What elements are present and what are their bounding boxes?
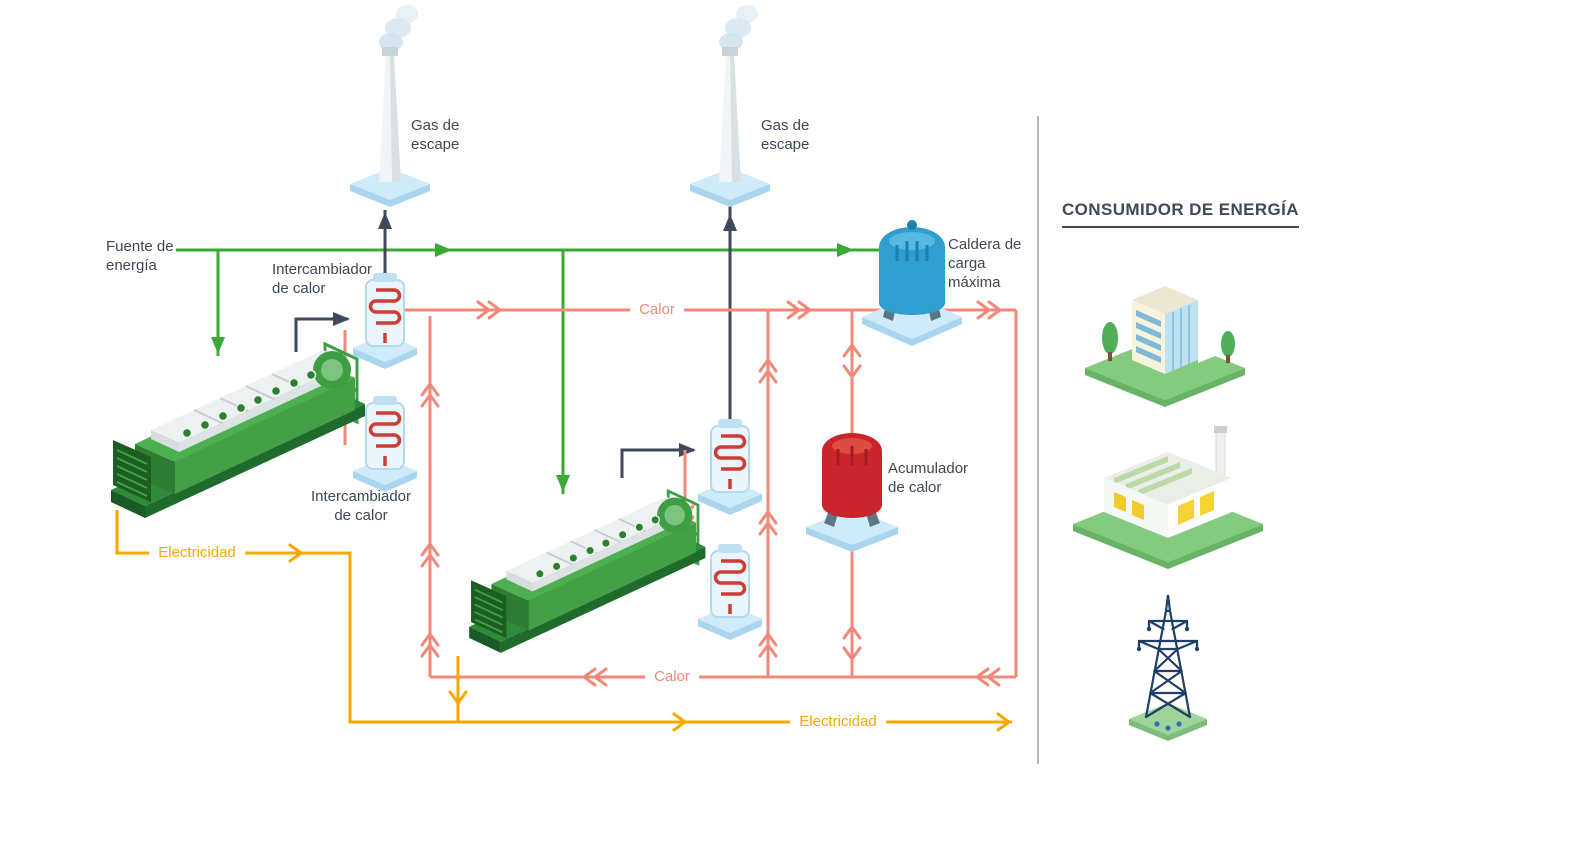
- heat-supply-flow-label: Calor: [630, 301, 684, 319]
- chimney-right-icon: [690, 5, 770, 207]
- factory-icon: [1072, 425, 1264, 570]
- exhaust-gas-left-label: Gas de escape: [411, 117, 460, 154]
- chimney-left-icon: [350, 5, 430, 207]
- electricity-left-label: Electricidad: [149, 544, 245, 562]
- exhaust-gas-right-label: Gas de escape: [761, 117, 810, 154]
- exhaust-gas-lines: [294, 206, 739, 478]
- heat-accumulator-label: Acumulador de calor: [888, 460, 969, 497]
- peak-load-boiler-label: Caldera de carga máxima: [948, 236, 1022, 292]
- office-building-icon: [1084, 285, 1246, 408]
- heat-exchanger-4-icon: [696, 542, 764, 642]
- heat-exchanger-top-label: Intercambiador de calor: [272, 261, 373, 298]
- heat-return-flow-label: Calor: [645, 668, 699, 686]
- power-pylon-icon: [1127, 593, 1209, 743]
- heat-accumulator-icon: [804, 431, 900, 554]
- consumer-section-heading: CONSUMIDOR DE ENERGÍA: [1062, 200, 1299, 228]
- electricity-lines: [115, 510, 1012, 732]
- electricity-main-label: Electricidad: [790, 713, 886, 731]
- heat-exchanger-bottom-label: Intercambiador de calor: [310, 488, 412, 525]
- peak-load-boiler-icon: [860, 218, 964, 348]
- engine-genset-2-icon: [467, 489, 707, 655]
- heat-exchanger-3-icon: [696, 417, 764, 517]
- energy-source-lines: [176, 241, 896, 494]
- energy-source-label: Fuente de energía: [106, 238, 174, 275]
